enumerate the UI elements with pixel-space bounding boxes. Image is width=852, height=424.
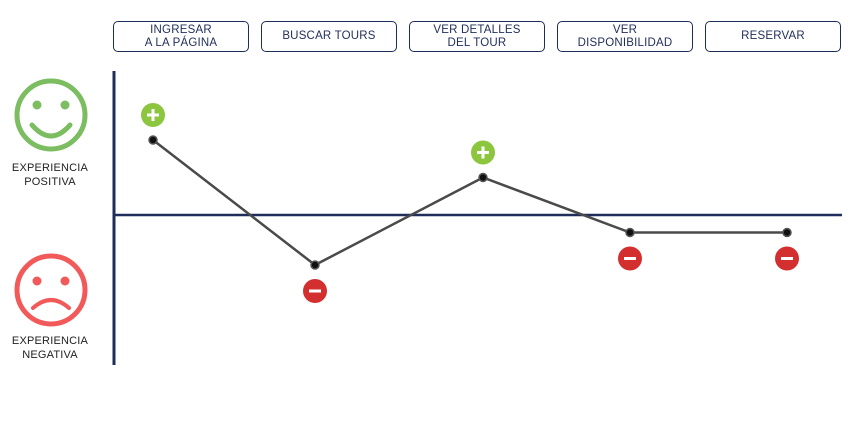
sad-face-icon — [14, 253, 88, 327]
minus-icon — [775, 246, 799, 271]
plus-icon — [141, 103, 165, 127]
step-box-1: INGRESAR A LA PÁGINA — [113, 21, 249, 52]
data-point-5 — [782, 227, 792, 238]
step-box-5: RESERVAR — [705, 21, 841, 52]
plus-icon — [471, 140, 495, 165]
data-point-4 — [625, 227, 635, 238]
step-box-4: VER DISPONIBILIDAD — [557, 21, 693, 52]
step-box-2: BUSCAR TOURS — [261, 21, 397, 52]
data-point-2 — [310, 260, 320, 270]
positive-experience-label: EXPERIENCIA POSITIVA — [11, 162, 89, 188]
minus-icon — [303, 279, 327, 303]
data-point-1 — [148, 135, 158, 145]
data-point-3 — [478, 172, 488, 183]
happy-face-icon — [14, 78, 88, 152]
experience-line — [152, 139, 787, 267]
step-box-3: VER DETALLES DEL TOUR — [409, 21, 545, 52]
negative-experience-label: EXPERIENCIA NEGATIVA — [11, 335, 89, 361]
minus-icon — [618, 246, 642, 271]
